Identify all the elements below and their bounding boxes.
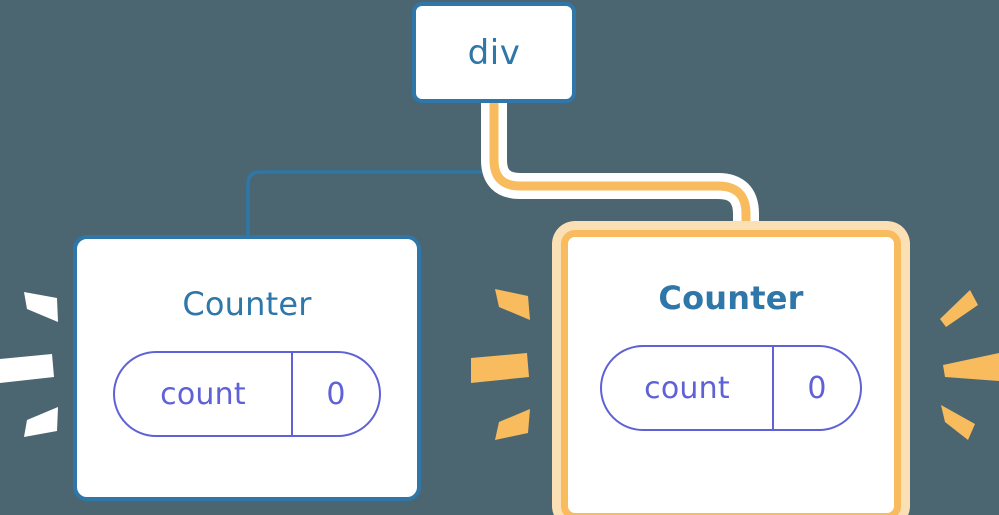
sparkle-ray-icon [941, 405, 975, 440]
state-key: count [602, 347, 774, 429]
sparkle-ray-icon [940, 290, 978, 327]
state-key: count [115, 353, 293, 435]
sparkle-ray-icon [24, 292, 58, 322]
sparkle-ray-icon [495, 409, 530, 440]
node-counter-right[interactable]: Counter count 0 [561, 230, 901, 515]
edge-div-to-counter-right [489, 103, 751, 250]
sparkle-group-white-left [0, 292, 58, 437]
sparkle-ray-icon [0, 354, 54, 383]
sparkle-ray-icon [471, 353, 529, 383]
node-counter-left[interactable]: Counter count 0 [73, 235, 421, 501]
node-div-label: div [467, 32, 521, 73]
node-counter-right-title: Counter [658, 279, 804, 317]
sparkle-ray-icon [24, 407, 58, 437]
sparkle-group-orange-middle [471, 289, 530, 440]
state-value: 0 [807, 370, 827, 406]
sparkle-group-orange-right [940, 290, 999, 440]
state-pill-counter-left: count 0 [113, 351, 381, 437]
sparkle-ray-icon [495, 289, 530, 320]
state-pill-counter-right: count 0 [600, 345, 862, 431]
sparkle-ray-icon [943, 353, 999, 381]
state-value: 0 [326, 376, 346, 412]
node-div[interactable]: div [412, 2, 576, 103]
node-counter-left-title: Counter [182, 285, 312, 323]
